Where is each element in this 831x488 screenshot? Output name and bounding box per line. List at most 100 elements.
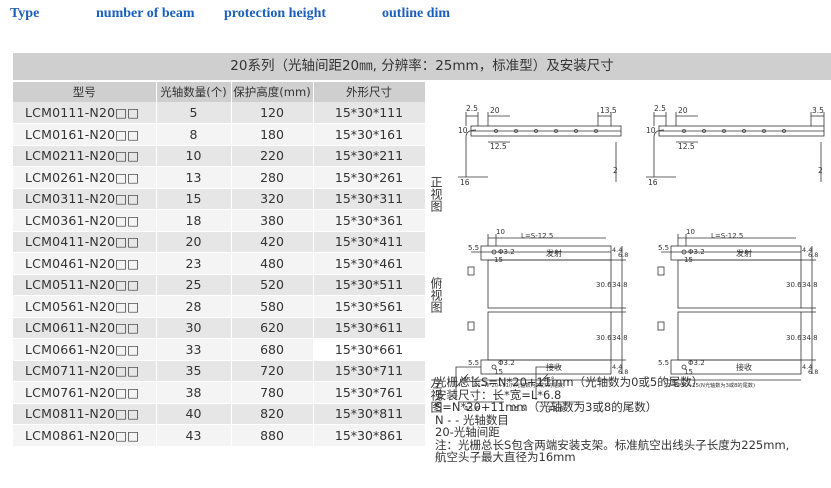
outline-dim-cell: 15*30*211	[313, 145, 426, 167]
beam-count-cell: 10	[156, 145, 232, 167]
protection-height-cell: 780	[231, 381, 314, 404]
dim-20-left: 20	[490, 106, 500, 115]
dim-30-6-a-left: 30.6	[596, 281, 612, 289]
s2-formula: S2=N*20+15(N光轴数为3或8的尾数)	[664, 381, 755, 389]
outline-dim-cell: 15*30*261	[313, 166, 426, 189]
beam-count-cell: 28	[156, 295, 232, 318]
model-cell: LCM0261-N20□□	[13, 166, 157, 189]
dim-20-right: 20	[678, 106, 688, 115]
dim-16-left: 16	[460, 178, 470, 187]
receive-label-left: 接收	[546, 362, 562, 372]
dim-10-left: 10	[458, 126, 468, 135]
beam-count-cell: 33	[156, 338, 232, 361]
protection-height-cell: 120	[231, 102, 314, 124]
outline-dim-cell: 15*30*111	[313, 102, 426, 124]
dim-6-8-a-left: 6.8	[618, 251, 628, 259]
col-model: 型号	[13, 82, 157, 102]
dim-2-left: 2	[613, 166, 618, 175]
spec-panel: 20系列（光轴间距20㎜, 分辨率：25mm，标准型）及安装尺寸 型号 光轴数量…	[13, 53, 831, 488]
outline-dim-cell: 15*30*361	[313, 209, 426, 232]
beam-count-cell: 43	[156, 424, 232, 447]
beam-count-cell: 30	[156, 317, 232, 339]
col-protection-height: 保护高度(mm)	[231, 82, 314, 102]
front-view-left-drawing	[458, 112, 622, 182]
beam-count-cell: 23	[156, 252, 232, 275]
header-type: Type	[10, 6, 40, 21]
dim-15-bottom-right: 15	[684, 368, 693, 376]
installation-notes: 光栅总长S=N*20+11mm（光轴数为0或5的尾数） 安装尺寸：长*宽=L*6…	[435, 376, 831, 464]
installation-drawings: 正视图 俯视图 左视图 2.5 20 13.5 12.5 10 16 2 2.5…	[426, 82, 831, 417]
dim-15-bottom-left: 15	[494, 368, 503, 376]
emit-label-right: 发射	[736, 248, 752, 258]
protection-height-cell: 220	[231, 145, 314, 167]
dim-15-top-right: 15	[684, 256, 693, 264]
beam-count-cell: 35	[156, 360, 232, 382]
model-cell: LCM0461-N20□□	[13, 252, 157, 275]
model-cell: LCM0561-N20□□	[13, 295, 157, 318]
phi-3-2-bottom-left: Φ3.2	[498, 359, 515, 367]
dim-5-5-top-left: 5.5	[468, 244, 479, 252]
outline-dim-cell: 15*30*811	[313, 403, 426, 425]
dim-3-5: 3.5	[812, 106, 824, 115]
dim-15-5-left: 15.5	[510, 405, 526, 413]
front-view-right-drawing	[646, 112, 825, 182]
dim-16-right: 16	[648, 178, 658, 187]
dim-2-5-left: 2.5	[466, 104, 478, 113]
dim-5-5-top-right: 5.5	[658, 244, 669, 252]
model-cell: LCM0711-N20□□	[13, 360, 157, 382]
dim-6-8-b-right: 6.8	[808, 368, 818, 376]
beam-count-cell: 8	[156, 123, 232, 146]
protection-height-cell: 880	[231, 424, 314, 447]
protection-height-cell: 520	[231, 274, 314, 296]
model-cell: LCM0361-N20□□	[13, 209, 157, 232]
dim-34-8-b-right: 34.8	[802, 334, 818, 342]
col-beam-count: 光轴数量(个)	[156, 82, 232, 102]
dim-2-right: 2	[818, 166, 823, 175]
note-line: 航空头子最大直径为16mm	[435, 450, 576, 464]
top-view-label: 俯视图	[429, 276, 443, 313]
left-view-label: 左视图	[429, 376, 443, 413]
note-line: 安装尺寸：长*宽=L*6.8	[435, 387, 562, 402]
dim-45-6-left: 45.6	[464, 405, 480, 413]
dim-4-4-a-left: 4.4	[612, 246, 622, 254]
beam-count-cell: 40	[156, 403, 232, 425]
outline-dim-cell: 15*30*611	[313, 317, 426, 339]
phi-3-2-bottom-right: Φ3.2	[688, 359, 705, 367]
receive-label-right: 接收	[736, 362, 752, 372]
header-number-of-beam: number of beam	[96, 6, 195, 21]
dim-13-5: 13.5	[600, 106, 617, 115]
outline-dim-cell: 15*30*711	[313, 360, 426, 382]
col-outline-dim: 外形尺寸	[313, 82, 426, 102]
model-cell: LCM0511-N20□□	[13, 274, 157, 296]
left-view-drawing	[455, 366, 584, 403]
dim-45-6-right: 45.6	[548, 405, 564, 413]
table-header-row: 型号 光轴数量(个) 保护高度(mm) 外形尺寸	[13, 82, 426, 102]
model-cell: LCM0611-N20□□	[13, 317, 157, 339]
dim-34-8-a-right: 34.8	[802, 281, 818, 289]
phi-3-2-top-right: Φ3.2	[688, 248, 705, 256]
dim-10-top-left: 10	[496, 228, 505, 236]
outline-dim-cell: 15*30*311	[313, 188, 426, 210]
dim-10-top-right: 10	[686, 228, 695, 236]
protection-height-cell: 680	[231, 338, 314, 361]
header-protection-height: protection height	[224, 6, 327, 21]
protection-height-cell: 720	[231, 360, 314, 382]
dim-12-5-right: 12.5	[678, 142, 695, 151]
dim-6-8-b-left: 6.8	[618, 368, 628, 376]
protection-height-cell: 320	[231, 188, 314, 210]
outline-dim-cell: 15*30*461	[313, 252, 426, 275]
model-cell: LCM0761-N20□□	[13, 381, 157, 404]
dim-4-4-b-right: 4.4	[802, 363, 812, 371]
